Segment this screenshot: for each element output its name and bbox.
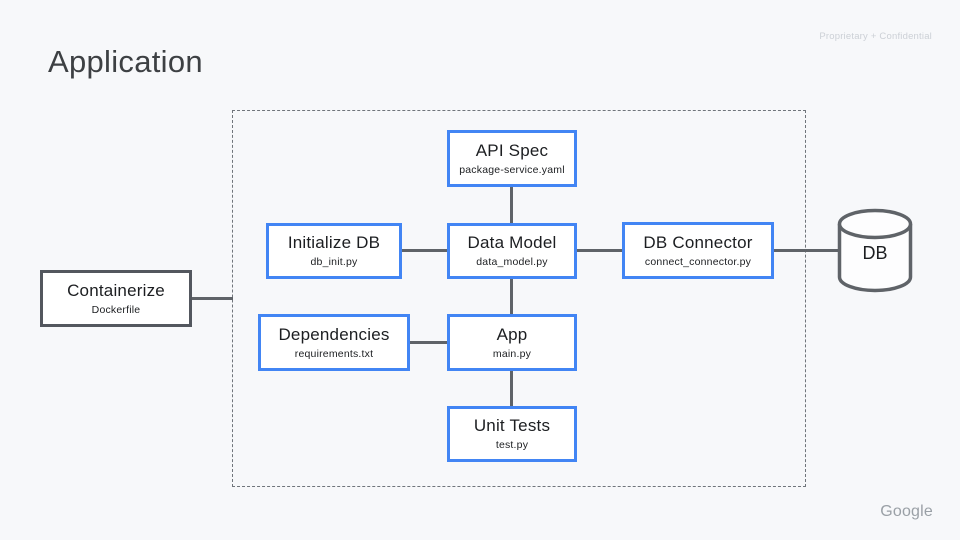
connector-apispec-datamodel (510, 185, 513, 225)
connector-initdb-datamodel (400, 249, 449, 252)
node-db-connector: DB Connector connect_connector.py (622, 222, 774, 279)
node-containerize-filename: Dockerfile (91, 303, 141, 316)
node-app: App main.py (447, 314, 577, 371)
node-app-label: App (496, 324, 528, 344)
node-unit-tests-label: Unit Tests (473, 416, 551, 436)
node-initialize-db-filename: db_init.py (310, 256, 358, 269)
node-data-model-label: Data Model (467, 233, 557, 253)
node-data-model-filename: data_model.py (476, 256, 548, 269)
connector-datamodel-app (510, 277, 513, 316)
node-api-spec: API Spec package-service.yaml (447, 130, 577, 187)
connector-dbconnector-db (772, 249, 840, 252)
node-containerize-label: Containerize (67, 280, 165, 300)
database-label: DB (862, 243, 888, 263)
node-db-connector-filename: connect_connector.py (644, 255, 752, 268)
connector-containerize-boundary (190, 297, 233, 300)
node-api-spec-label: API Spec (475, 140, 549, 160)
connector-datamodel-dbconnector (575, 249, 624, 252)
google-logo: Google (880, 503, 933, 520)
node-initialize-db: Initialize DB db_init.py (266, 223, 402, 279)
page-title: Application (48, 44, 203, 79)
node-containerize: Containerize Dockerfile (40, 270, 192, 327)
connector-dependencies-app (408, 341, 449, 344)
node-api-spec-filename: package-service.yaml (459, 163, 565, 176)
confidential-watermark: Proprietary + Confidential (819, 31, 932, 42)
node-app-filename: main.py (492, 347, 532, 360)
node-data-model: Data Model data_model.py (447, 223, 577, 279)
node-initialize-db-label: Initialize DB (287, 233, 381, 253)
node-db-connector-label: DB Connector (643, 232, 753, 252)
node-dependencies: Dependencies requirements.txt (258, 314, 410, 371)
node-unit-tests: Unit Tests test.py (447, 406, 577, 462)
database-cylinder-icon (837, 208, 913, 293)
node-unit-tests-filename: test.py (495, 439, 529, 452)
node-dependencies-filename: requirements.txt (294, 347, 374, 360)
connector-app-unittests (510, 369, 513, 408)
node-dependencies-label: Dependencies (278, 324, 390, 344)
